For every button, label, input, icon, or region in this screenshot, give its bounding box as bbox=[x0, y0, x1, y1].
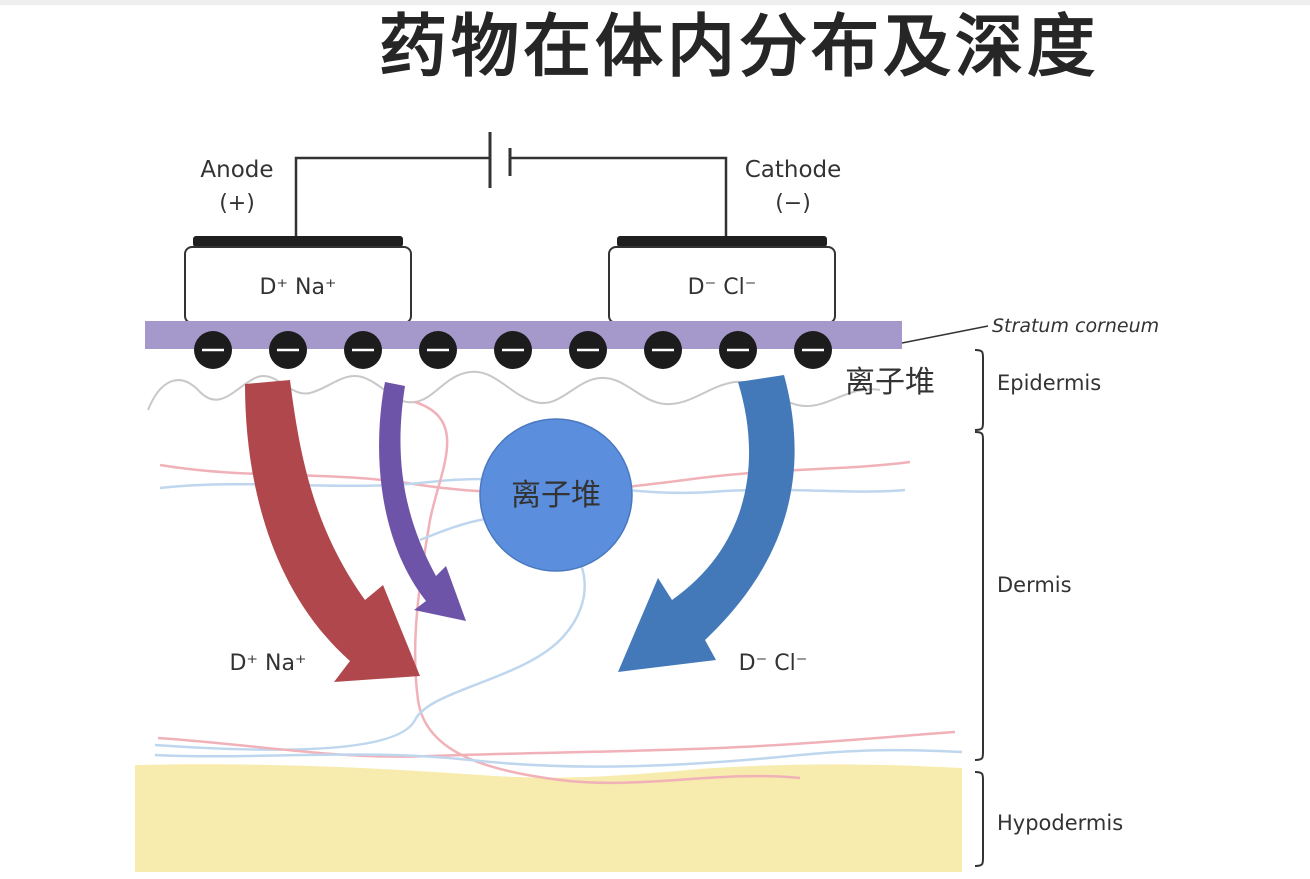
ion-pile-circle-label: 离子堆 bbox=[511, 478, 601, 513]
page-title: 药物在体内分布及深度 bbox=[378, 8, 1099, 87]
cathode-plate bbox=[617, 236, 827, 247]
hypodermis-layer bbox=[135, 764, 962, 872]
circuit-wire bbox=[294, 156, 728, 237]
anode-flow-arrow bbox=[245, 380, 420, 682]
layer-brackets bbox=[974, 349, 984, 867]
cathode-flow-label: D⁻ Cl⁻ bbox=[739, 651, 808, 676]
cathode-label: Cathode bbox=[745, 157, 842, 183]
stratum-corneum-leader bbox=[901, 325, 989, 344]
anode-reservoir-ions: D⁺ Na⁺ bbox=[259, 275, 336, 300]
cathode-reservoir-ions: D⁻ Cl⁻ bbox=[688, 275, 757, 300]
epidermis-boundary bbox=[147, 370, 881, 411]
negative-charge bbox=[719, 331, 757, 369]
negative-charge bbox=[269, 331, 307, 369]
purple-flow-arrow bbox=[379, 382, 466, 621]
cathode-flow-arrow bbox=[618, 375, 795, 672]
epidermis-label: Epidermis bbox=[997, 371, 1101, 395]
anode-plate bbox=[193, 236, 403, 247]
cathode-sign: (−) bbox=[775, 191, 811, 216]
battery-icon bbox=[488, 132, 512, 188]
hypodermis-label: Hypodermis bbox=[997, 811, 1123, 835]
stratum-corneum-label: Stratum corneum bbox=[992, 315, 1159, 337]
anode-sign: (+) bbox=[219, 191, 255, 216]
negative-charge bbox=[419, 331, 457, 369]
negative-charge bbox=[644, 331, 682, 369]
ion-pile-label: 离子堆 bbox=[845, 365, 935, 400]
anode-flow-label: D⁺ Na⁺ bbox=[229, 651, 306, 676]
anode-label: Anode bbox=[200, 157, 273, 183]
ion-pile-circle bbox=[479, 418, 633, 572]
negative-charge bbox=[494, 331, 532, 369]
negative-charges bbox=[194, 331, 832, 369]
dermis-label: Dermis bbox=[997, 573, 1072, 597]
negative-charge bbox=[194, 331, 232, 369]
negative-charge bbox=[794, 331, 832, 369]
top-rule bbox=[0, 0, 1310, 5]
negative-charge bbox=[569, 331, 607, 369]
negative-charge bbox=[344, 331, 382, 369]
